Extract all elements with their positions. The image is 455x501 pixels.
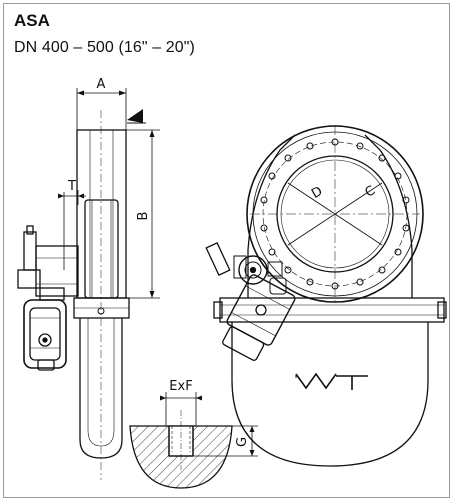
- dimension-label-c: C: [363, 183, 378, 201]
- dimension-label-exf: ExF: [169, 379, 192, 394]
- front-view: [205, 125, 447, 467]
- size-range-subtitle: DN 400 – 500 (16" – 20"): [14, 39, 195, 56]
- dimension-label-a: A: [97, 77, 106, 92]
- actuator-front: [222, 274, 296, 361]
- dimension-label-d: D: [309, 184, 325, 202]
- side-view: [17, 88, 160, 480]
- bolt-holes: [260, 138, 410, 290]
- dimension-label-t: T: [67, 179, 76, 194]
- dimension-label-b: B: [136, 212, 151, 221]
- page-title: ASA: [14, 11, 50, 30]
- thread-detail: [129, 392, 258, 489]
- vat-logo: [295, 372, 368, 390]
- dimension-label-g: G: [235, 437, 250, 447]
